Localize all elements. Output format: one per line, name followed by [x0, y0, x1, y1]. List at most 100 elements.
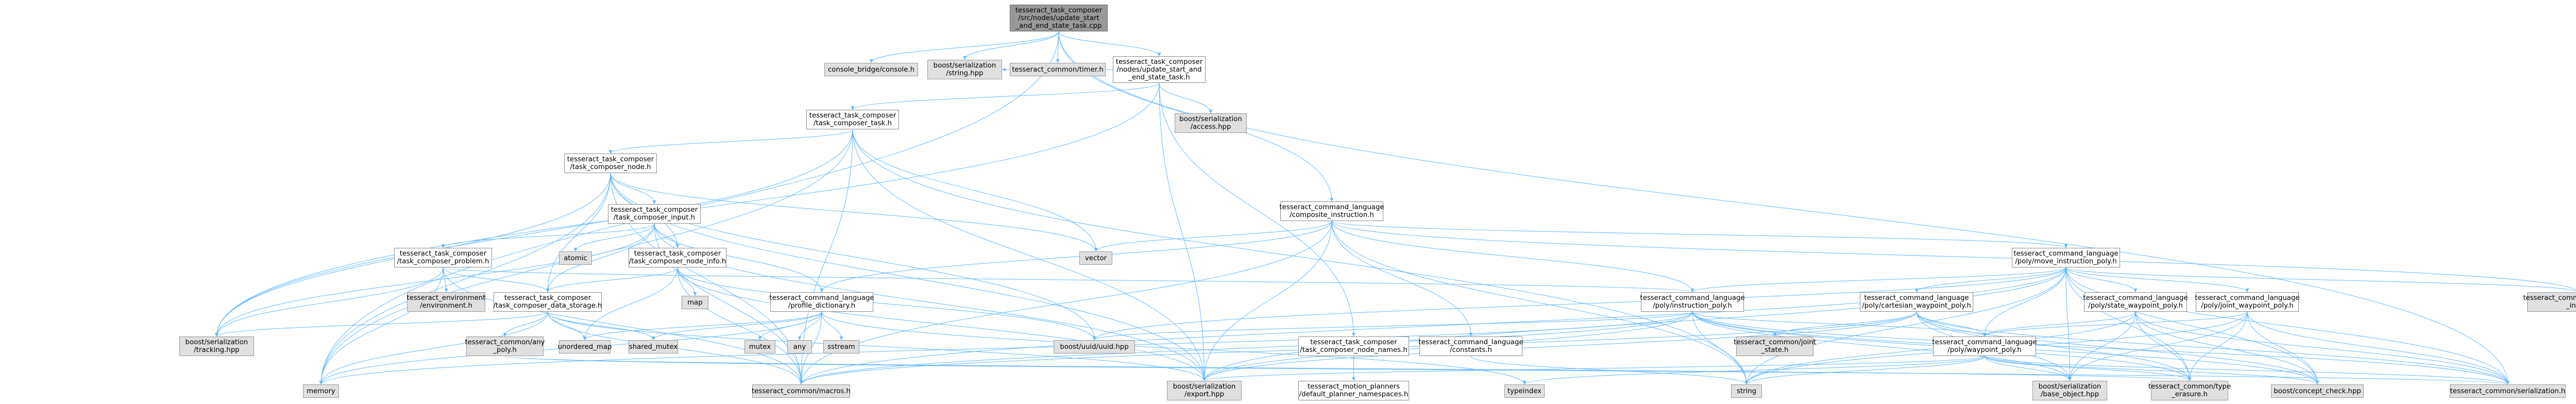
- node-vector: vector: [1079, 251, 1112, 265]
- edge-task_composer_task-to-string: [852, 129, 1749, 385]
- edge-joint_waypoint_poly-to-common_type_erasure: [2188, 311, 2248, 381]
- node-typeindex: typeindex: [1504, 384, 1545, 398]
- edge-task_composer_data_storage-to-boost_ser_tracking: [215, 311, 548, 337]
- edge-cartesian_waypoint_poly-to-boost_concept_check: [1916, 311, 2319, 385]
- edge-composite_instruction-to-boost_ser_export: [1202, 221, 1332, 381]
- edge-move_instruction_poly-to-instruction_poly: [1690, 267, 2066, 293]
- edge-update_start_end-to-boost_ser_access: [1159, 82, 1213, 114]
- edge-move_instruction_poly-to-common_serialization: [2065, 267, 2510, 385]
- edge-common_any_poly-to-common_serialization: [504, 356, 2509, 385]
- edge-task_composer_node_info-to-map: [677, 267, 697, 296]
- edge-task_composer_node-to-task_composer_input: [610, 173, 656, 205]
- node-tesseract-common-serialization: tesseract_common/serialization.h: [2450, 384, 2566, 398]
- node-memory: memory: [303, 384, 339, 398]
- edge-composite_instruction-to-move_instruction_poly: [1331, 221, 2068, 248]
- edge-task_composer_problem-to-instruction_poly: [443, 267, 1694, 293]
- node-boost-serialization-export: boost/serialization /export.hpp: [1167, 381, 1242, 400]
- edge-task_composer_data_storage-to-memory: [319, 311, 548, 385]
- node-waypoint-poly-h[interactable]: tesseract_command_language /poly/waypoin…: [1932, 336, 2037, 356]
- node-atomic: atomic: [559, 251, 592, 265]
- edge-composite_instruction-to-profile_dictionary: [820, 221, 1332, 293]
- edge-profile_dictionary-to-any: [798, 311, 822, 341]
- node-composite-instruction-h[interactable]: tesseract_command_language /composite_in…: [1279, 201, 1384, 221]
- edge-waypoint_poly-to-boost_ser_base_object: [1984, 356, 2072, 381]
- edge-move_instruction_poly-to-common_macros: [799, 267, 2066, 385]
- edge-common_any_poly-to-common_type_erasure: [504, 356, 2191, 381]
- edge-task_composer_input-to-task_composer_data_storage: [546, 223, 655, 293]
- node-boost-serialization-string: boost/serialization /string.hpp: [927, 60, 1002, 79]
- edge-composite_instruction-to-string: [1331, 221, 1749, 385]
- edge-state_waypoint_poly-to-common_serialization: [2135, 311, 2510, 385]
- edge-task_composer_task-to-boost_ser_export: [852, 129, 1206, 381]
- node-console-bridge-console: console_bridge/console.h: [824, 63, 918, 76]
- node-task-composer-node-info-h[interactable]: tesseract_task_composer /task_composer_n…: [629, 248, 726, 267]
- edge-task_composer_node_info-to-boost_ser_export: [677, 267, 1206, 381]
- edge-instruction_poly-to-memory: [319, 311, 1693, 385]
- edge-composite_instruction-to-manipulator_info: [1331, 221, 2576, 292]
- edge-update_start_end-to-task_composer_task: [851, 82, 1160, 110]
- node-task-composer-node-names-h[interactable]: tesseract_task_composer /task_composer_n…: [1298, 336, 1409, 356]
- edge-root-to-boost_ser_string: [963, 31, 1059, 60]
- node-mutex: mutex: [744, 340, 775, 354]
- edge-root-to-console_bridge: [869, 31, 1059, 63]
- edge-profile_dictionary-to-shared_mutex: [651, 311, 822, 341]
- edge-move_instruction_poly-to-joint_waypoint_poly: [2065, 267, 2249, 293]
- edge-move_instruction_poly-to-state_waypoint_poly: [2065, 267, 2138, 293]
- edge-cartesian_waypoint_poly-to-common_serialization: [1916, 311, 2510, 385]
- node-tesseract-common-any-poly: tesseract_common/any _poly.h: [465, 336, 545, 356]
- node-constants-h[interactable]: tesseract_command_language /constants.h: [1418, 336, 1523, 356]
- node-map: map: [682, 296, 708, 309]
- edge-update_start_end-to-task_composer_node_names: [1159, 82, 1355, 337]
- node-cartesian-waypoint-poly-h[interactable]: tesseract_command_language /poly/cartesi…: [1860, 292, 1973, 312]
- edge-joint_waypoint_poly-to-waypoint_poly: [1982, 311, 2248, 337]
- edge-task_composer_problem-to-boost_ser_tracking: [215, 267, 444, 337]
- node-manipulator-info: tesseract_common/manipulator _info.h: [2523, 292, 2576, 312]
- edge-joint_waypoint_poly-to-boost_concept_check: [2247, 311, 2319, 385]
- edge-task_composer_task-to-task_composer_node: [608, 129, 853, 154]
- node-default-planner-namespaces-h[interactable]: tesseract_motion_planners /default_plann…: [1298, 381, 1409, 400]
- edge-instruction_poly-to-waypoint_poly: [1692, 311, 1987, 337]
- node-task-composer-node-h[interactable]: tesseract_task_composer /task_composer_n…: [564, 154, 657, 173]
- edge-task_composer_node-to-task_composer_data_storage: [546, 173, 611, 293]
- node-update-start-and-end-state-task-h[interactable]: tesseract_task_composer /nodes/update_st…: [1113, 56, 1206, 83]
- edge-task_composer_input-to-atomic: [573, 223, 655, 252]
- edge-waypoint_poly-to-common_type_erasure: [1984, 356, 2192, 381]
- edge-move_instruction_poly-to-boost_ser_export: [1202, 267, 2066, 381]
- edge-profile_dictionary-to-unordered_map: [583, 311, 822, 341]
- edge-move_instruction_poly-to-waypoint_poly: [1982, 267, 2066, 337]
- edge-state_waypoint_poly-to-boost_concept_check: [2135, 311, 2319, 385]
- node-boost-serialization-access: boost/serialization /access.hpp: [1175, 113, 1247, 133]
- edge-move_instruction_poly-to-boost_uuid: [1092, 267, 2066, 341]
- edge-move_instruction_poly-to-string: [1744, 267, 2066, 385]
- edge-root-to-common_serialization: [1058, 31, 2510, 385]
- node-string: string: [1731, 384, 1762, 398]
- edge-state_waypoint_poly-to-boost_ser_base_object: [2068, 311, 2136, 381]
- edge-instruction_poly-to-common_serialization: [1692, 311, 2510, 385]
- node-task-composer-task-h[interactable]: tesseract_task_composer /task_composer_t…: [806, 110, 899, 129]
- edge-task_composer_problem-to-task_composer_data_storage: [443, 267, 550, 293]
- node-instruction-poly-h[interactable]: tesseract_command_language /poly/instruc…: [1640, 292, 1745, 312]
- edge-task_composer_input-to-profile_dictionary: [654, 223, 824, 293]
- node-sstream: sstream: [823, 340, 859, 354]
- edge-task_composer_input-to-boost_ser_tracking: [215, 223, 655, 337]
- edge-cartesian_waypoint_poly-to-boost_ser_export: [1202, 311, 1917, 381]
- edge-task_composer_node-to-memory: [319, 173, 611, 385]
- edge-joint_waypoint_poly-to-common_serialization: [2247, 311, 2510, 385]
- node-boost-serialization-base-object: boost/serialization /base_object.hpp: [2032, 381, 2107, 400]
- edge-state_waypoint_poly-to-waypoint_poly: [1982, 311, 2136, 337]
- node-unordered-map: unordered_map: [558, 340, 612, 354]
- node-task-composer-problem-h[interactable]: tesseract_task_composer /task_composer_p…: [394, 248, 492, 267]
- node-task-composer-data-storage-h[interactable]: tesseract_task_composer /task_composer_d…: [493, 292, 602, 312]
- edge-composite_instruction-to-vector: [1094, 221, 1332, 252]
- edge-root-to-update_start_end: [1058, 31, 1161, 57]
- node-move-instruction-poly-h[interactable]: tesseract_command_language /poly/move_in…: [2012, 248, 2120, 267]
- node-tesseract-common-joint-state: tesseract_common/joint _state.h: [1734, 336, 1816, 356]
- edge-move_instruction_poly-to-common_type_erasure: [2065, 267, 2192, 381]
- edge-task_composer_node_info-to-task_composer_data_storage: [546, 267, 678, 293]
- edge-waypoint_poly-to-common_serialization: [1984, 356, 2510, 385]
- node-joint-waypoint-poly-h[interactable]: tesseract_command_language /poly/joint_w…: [2195, 292, 2300, 312]
- node-task-composer-input-h[interactable]: tesseract_task_composer /task_composer_i…: [608, 204, 701, 224]
- node-profile-dictionary-h[interactable]: tesseract_command_language /profile_dict…: [769, 292, 874, 312]
- edge-move_instruction_poly-to-manipulator_info: [2065, 267, 2576, 292]
- node-state-waypoint-poly-h[interactable]: tesseract_command_language /poly/state_w…: [2083, 292, 2188, 312]
